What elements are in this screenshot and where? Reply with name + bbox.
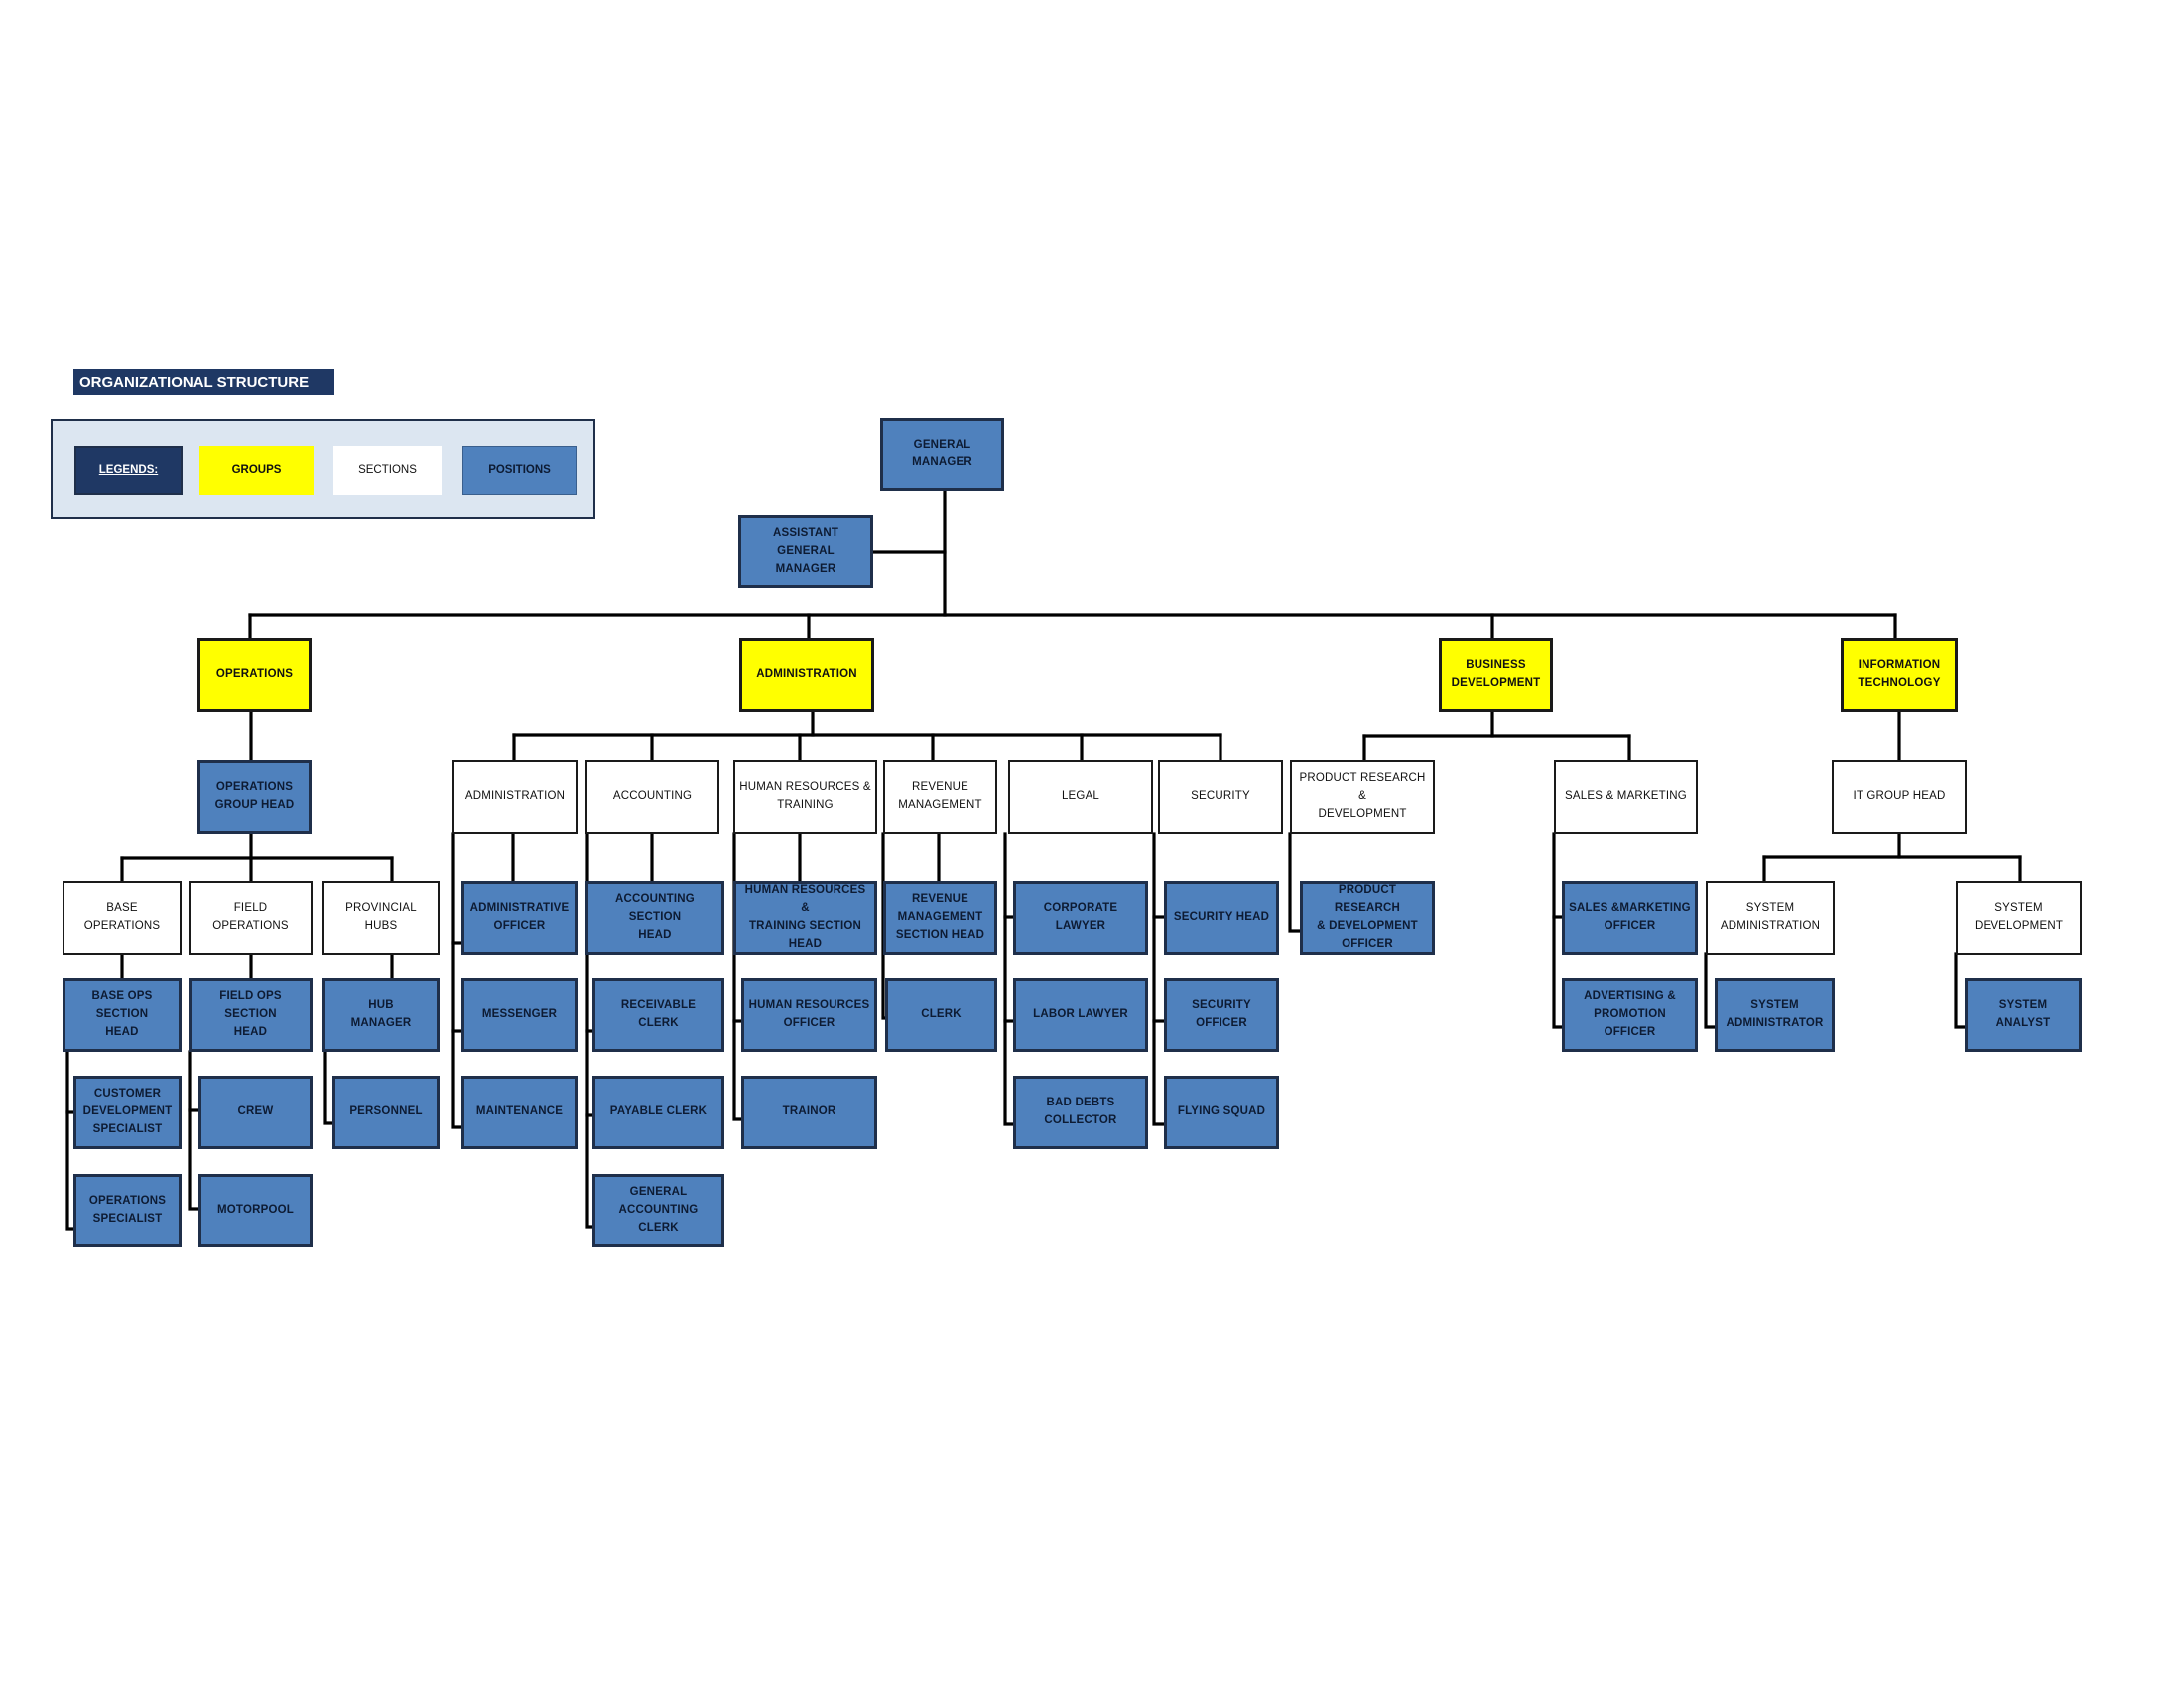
section-sales-marketing: SALES & MARKETING (1554, 760, 1698, 834)
assistant-general-manager-box: ASSISTANT GENERAL MANAGER (738, 515, 873, 588)
group-information-technology: INFORMATION TECHNOLOGY (1841, 638, 1958, 712)
flying-squad: FLYING SQUAD (1164, 1076, 1279, 1149)
section-legal: LEGAL (1008, 760, 1153, 834)
legend-positions: POSITIONS (462, 446, 577, 495)
security-officer: SECURITY OFFICER (1164, 978, 1279, 1052)
section-revenue-management: REVENUE MANAGEMENT (883, 760, 997, 834)
human-resources-officer: HUMAN RESOURCES OFFICER (741, 978, 877, 1052)
group-administration: ADMINISTRATION (739, 638, 874, 712)
crew: CREW (198, 1076, 313, 1149)
labor-lawyer: LABOR LAWYER (1013, 978, 1148, 1052)
trainor: TRAINOR (741, 1076, 877, 1149)
general-accounting-clerk: GENERAL ACCOUNTING CLERK (592, 1174, 724, 1247)
section-human-resources-training: HUMAN RESOURCES & TRAINING (733, 760, 877, 834)
hr-training-section-head: HUMAN RESOURCES & TRAINING SECTION HEAD (733, 881, 877, 955)
motorpool: MOTORPOOL (198, 1174, 313, 1247)
legend-panel: LEGENDS: GROUPS SECTIONS POSITIONS (51, 419, 595, 519)
section-administration: ADMINISTRATION (452, 760, 578, 834)
section-base-operations: BASE OPERATIONS (63, 881, 182, 955)
general-manager-box: GENERAL MANAGER (880, 418, 1004, 491)
hub-manager: HUB MANAGER (322, 978, 440, 1052)
section-accounting: ACCOUNTING (585, 760, 719, 834)
it-group-head: IT GROUP HEAD (1832, 760, 1967, 834)
base-ops-section-head: BASE OPS SECTION HEAD (63, 978, 182, 1052)
page-title: ORGANIZATIONAL STRUCTURE (73, 369, 334, 395)
maintenance: MAINTENANCE (461, 1076, 578, 1149)
advertising-promotion-officer: ADVERTISING & PROMOTION OFFICER (1562, 978, 1698, 1052)
legend-sections: SECTIONS (333, 446, 442, 495)
system-administrator: SYSTEM ADMINISTRATOR (1715, 978, 1835, 1052)
revenue-management-section-head: REVENUE MANAGEMENT SECTION HEAD (883, 881, 997, 955)
customer-development-specialist: CUSTOMER DEVELOPMENT SPECIALIST (73, 1076, 182, 1149)
product-research-development-officer: PRODUCT RESEARCH & DEVELOPMENT OFFICER (1300, 881, 1435, 955)
clerk: CLERK (885, 978, 997, 1052)
section-security: SECURITY (1158, 760, 1283, 834)
section-product-research-development: PRODUCT RESEARCH & DEVELOPMENT (1290, 760, 1435, 834)
operations-specialist: OPERATIONS SPECIALIST (73, 1174, 182, 1247)
group-business-development: BUSINESS DEVELOPMENT (1439, 638, 1553, 712)
section-system-development: SYSTEM DEVELOPMENT (1956, 881, 2082, 955)
corporate-lawyer: CORPORATE LAWYER (1013, 881, 1148, 955)
accounting-section-head: ACCOUNTING SECTION HEAD (585, 881, 724, 955)
operations-group-head: OPERATIONS GROUP HEAD (197, 760, 312, 834)
section-field-operations: FIELD OPERATIONS (189, 881, 313, 955)
section-system-administration: SYSTEM ADMINISTRATION (1706, 881, 1835, 955)
messenger: MESSENGER (461, 978, 578, 1052)
section-provincial-hubs: PROVINCIAL HUBS (322, 881, 440, 955)
system-analyst: SYSTEM ANALYST (1965, 978, 2082, 1052)
administrative-officer: ADMINISTRATIVE OFFICER (461, 881, 578, 955)
receivable-clerk: RECEIVABLE CLERK (592, 978, 724, 1052)
bad-debts-collector: BAD DEBTS COLLECTOR (1013, 1076, 1148, 1149)
legend-label: LEGENDS: (74, 446, 183, 495)
group-operations: OPERATIONS (197, 638, 312, 712)
payable-clerk: PAYABLE CLERK (592, 1076, 724, 1149)
legend-groups: GROUPS (199, 446, 314, 495)
personnel: PERSONNEL (332, 1076, 440, 1149)
security-head: SECURITY HEAD (1164, 881, 1279, 955)
sales-marketing-officer: SALES &MARKETING OFFICER (1562, 881, 1698, 955)
field-ops-section-head: FIELD OPS SECTION HEAD (189, 978, 313, 1052)
